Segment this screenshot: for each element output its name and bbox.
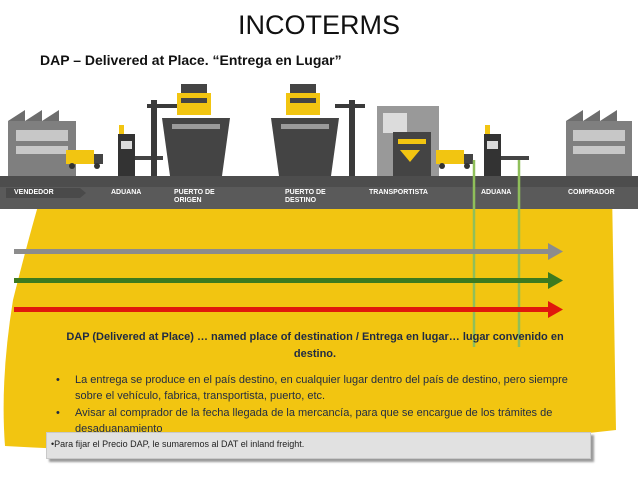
factory-icon [566, 110, 632, 176]
truck-icon [436, 150, 473, 169]
stage-comprador: COMPRADOR [568, 189, 615, 196]
bullet-item: La entrega se produce en el país destino… [56, 372, 581, 404]
stage-puerto-destino: PUERTO DE DESTINO [285, 189, 326, 204]
crane-icon [335, 100, 365, 176]
factory-icon [8, 110, 76, 176]
slide-title: INCOTERMS [238, 10, 400, 40]
road-band-lower [0, 187, 638, 209]
stage-aduana-destino: ADUANA [481, 189, 512, 196]
arrow-red [14, 301, 563, 318]
customs-booth-icon [118, 125, 163, 176]
road-band [0, 176, 638, 187]
note-text: •Para fijar el Precio DAP, le sumaremos … [51, 439, 305, 449]
stage-puerto-origen: PUERTO DE ORIGEN [174, 189, 215, 204]
dap-definition: DAP (Delivered at Place) … named place o… [66, 331, 564, 360]
arrow-gray [14, 243, 563, 260]
customs-booth-icon [484, 125, 529, 176]
note-box: •Para fijar el Precio DAP, le sumaremos … [46, 432, 591, 459]
bullet-list: La entrega se produce en el país destino… [56, 372, 581, 438]
stage-aduana-origen: ADUANA [111, 189, 142, 196]
slide-subtitle: DAP – Delivered at Place. “Entrega en Lu… [40, 52, 342, 68]
crane-icon [147, 100, 177, 176]
stage-transportista: TRANSPORTISTA [369, 189, 428, 196]
warehouse-icon [377, 106, 439, 176]
truck-icon [66, 150, 103, 169]
stage-vendedor: VENDEDOR [14, 189, 54, 196]
ship-icon [271, 84, 339, 176]
arrow-green [14, 272, 563, 289]
ship-icon [162, 84, 230, 176]
